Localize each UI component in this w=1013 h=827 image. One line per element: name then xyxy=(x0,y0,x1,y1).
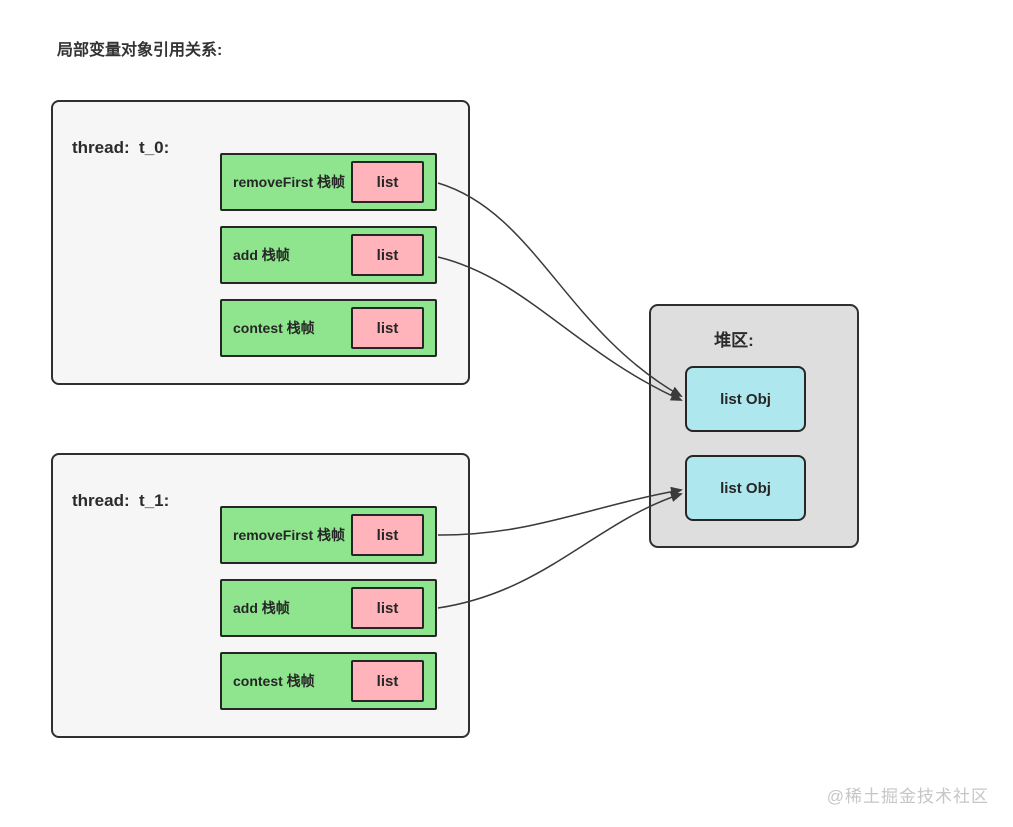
local-var-box: list xyxy=(351,660,424,702)
local-var-box: list xyxy=(351,514,424,556)
stack-frame-label: contest 栈帧 xyxy=(233,673,315,689)
stack-frame-label: add 栈帧 xyxy=(233,600,290,616)
local-var-label: list xyxy=(376,173,399,191)
local-var-box: list xyxy=(351,161,424,203)
diagram-title: 局部变量对象引用关系: xyxy=(57,42,223,59)
stack-frame-t0-contest: contest 栈帧 list xyxy=(220,299,437,357)
arrow-t0-add-to-obj0 xyxy=(437,256,683,401)
local-var-box: list xyxy=(351,234,424,276)
stack-frame-t1-add: add 栈帧 list xyxy=(220,579,437,637)
heap-object-1: list Obj xyxy=(685,455,806,521)
thread-t0-box: thread: t_0: removeFirst 栈帧 list add 栈帧 … xyxy=(51,100,470,385)
stack-frame-label: removeFirst 栈帧 xyxy=(233,174,346,190)
watermark: @稀土掘金技术社区 xyxy=(826,787,989,806)
heap-object-label: list Obj xyxy=(720,390,771,408)
local-var-box: list xyxy=(351,587,424,629)
arrow-t1-add-to-obj1 xyxy=(437,492,683,609)
local-var-label: list xyxy=(376,246,399,264)
heap-area-label: 堆区: xyxy=(714,331,754,350)
local-var-label: list xyxy=(376,319,399,337)
local-var-label: list xyxy=(376,599,399,617)
arrow-t1-removefirst-to-obj1 xyxy=(437,486,683,536)
thread-t1-label: thread: t_1: xyxy=(72,491,170,510)
heap-object-label: list Obj xyxy=(720,479,771,497)
local-var-label: list xyxy=(376,672,399,690)
stack-frame-label: removeFirst 栈帧 xyxy=(233,527,346,543)
stack-frame-t0-add: add 栈帧 list xyxy=(220,226,437,284)
heap-area-box: 堆区: list Obj list Obj xyxy=(649,304,859,548)
stack-frame-label: add 栈帧 xyxy=(233,247,290,263)
heap-object-0: list Obj xyxy=(685,366,806,432)
local-var-box: list xyxy=(351,307,424,349)
stack-frame-label: contest 栈帧 xyxy=(233,320,315,336)
stack-frame-t1-removefirst: removeFirst 栈帧 list xyxy=(220,506,437,564)
thread-t0-label: thread: t_0: xyxy=(72,138,170,157)
thread-t1-box: thread: t_1: removeFirst 栈帧 list add 栈帧 … xyxy=(51,453,470,738)
local-var-label: list xyxy=(376,526,399,544)
arrow-t0-removefirst-to-obj0 xyxy=(437,182,683,397)
stack-frame-t0-removefirst: removeFirst 栈帧 list xyxy=(220,153,437,211)
stack-frame-t1-contest: contest 栈帧 list xyxy=(220,652,437,710)
